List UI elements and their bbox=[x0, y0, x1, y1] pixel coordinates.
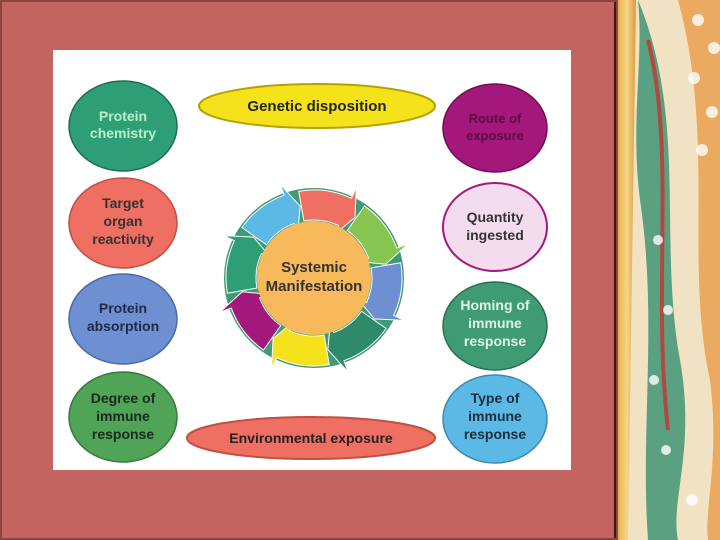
cycle-arrow bbox=[241, 183, 301, 246]
bottom-ellipse bbox=[186, 416, 436, 460]
bottom-ellipse-group: Environmental exposure bbox=[186, 416, 436, 460]
cycle-arrow bbox=[357, 262, 405, 321]
bottom-label: Environmental exposure bbox=[229, 430, 393, 446]
orange-swirl bbox=[678, 0, 720, 540]
right-node-2-shape bbox=[442, 182, 548, 272]
gold-band bbox=[618, 0, 636, 540]
left-node-3-shape bbox=[68, 273, 178, 365]
left-node-1-shape bbox=[68, 80, 178, 172]
right-node-3-shape bbox=[442, 281, 548, 371]
flower-pattern bbox=[649, 14, 720, 506]
right-node-1-shape bbox=[442, 83, 548, 173]
cycle-arrows bbox=[219, 183, 409, 373]
decorative-strip bbox=[618, 0, 720, 540]
left-node-2-shape bbox=[68, 177, 178, 269]
cycle-arrow bbox=[346, 205, 409, 265]
cycle-arrow bbox=[271, 321, 330, 369]
top-ellipse-group: Genetic disposition bbox=[198, 83, 436, 129]
systemic-manifestation-diagram: Genetic disposition Environmental exposu… bbox=[68, 80, 548, 464]
top-label: Genetic disposition bbox=[247, 98, 386, 115]
cycle-arrow bbox=[298, 187, 357, 235]
figure-panel: Genetic disposition Environmental exposu… bbox=[53, 50, 571, 470]
right-node-4-shape bbox=[442, 374, 548, 464]
cycle-arrow bbox=[223, 235, 271, 294]
top-ellipse bbox=[198, 83, 436, 129]
cycle-arrow bbox=[327, 310, 387, 373]
red-swirl bbox=[646, 39, 670, 431]
left-node-4-shape bbox=[68, 371, 178, 463]
decorative-pattern bbox=[618, 0, 720, 540]
cycle-arrow bbox=[219, 291, 282, 351]
center-circle bbox=[257, 221, 371, 335]
